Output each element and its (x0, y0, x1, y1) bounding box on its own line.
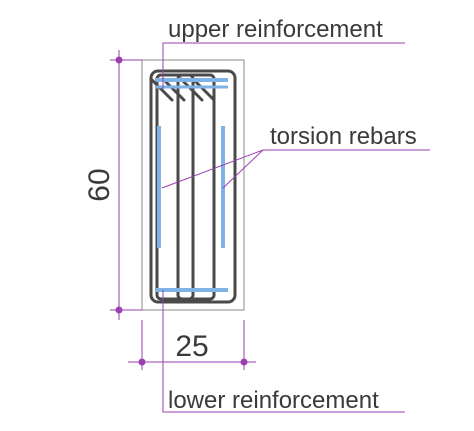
upper-reinforcement-leader (162, 42, 405, 90)
torsion-rebars-leader (161, 149, 430, 189)
upper-reinforcement-label: upper reinforcement (168, 16, 383, 43)
outer-stirrup (149, 69, 237, 304)
beam-section-outline (141, 59, 245, 311)
height-dimension-tick-bottom (115, 306, 123, 314)
lower-reinforcement-label: lower reinforcement (168, 387, 379, 414)
height-dimension-label: 60 (83, 168, 116, 201)
height-dimension-line (110, 50, 142, 320)
inner-stirrup-left (155, 73, 195, 301)
stirrup-hooks (149, 77, 216, 102)
lower-reinforcement-leader (162, 290, 405, 413)
width-dimension-tick-left (138, 358, 146, 366)
width-dimension-label: 25 (175, 330, 208, 363)
height-dimension-tick-top (115, 56, 123, 64)
inner-stirrup-right (176, 73, 216, 301)
torsion-rebars-label: torsion rebars (270, 123, 417, 150)
width-dimension-tick-right (240, 358, 248, 366)
